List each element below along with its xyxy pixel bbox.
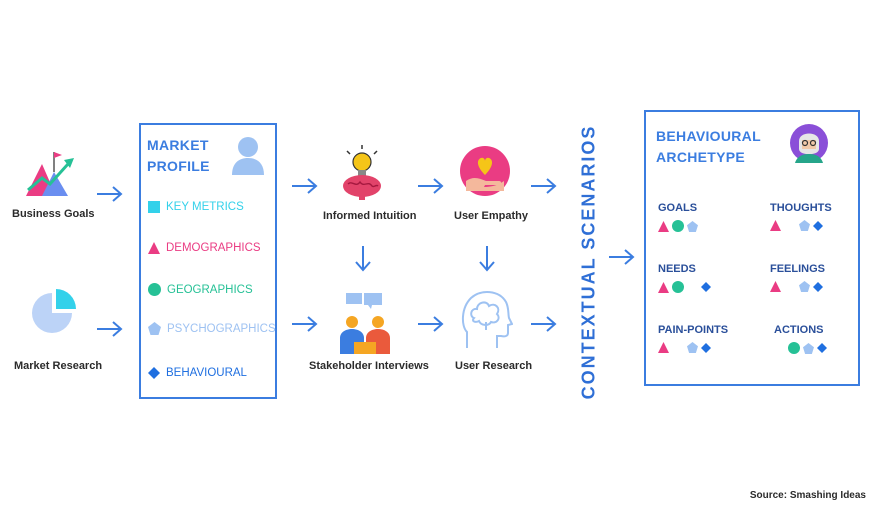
archetype-needs-label: NEEDS — [658, 263, 696, 275]
pentagon-icon — [799, 281, 810, 292]
arrow-empathy-to-scenarios — [531, 178, 557, 194]
user-empathy-label: User Empathy — [454, 210, 528, 222]
pentagon-icon — [148, 322, 161, 335]
circle-icon — [788, 342, 800, 354]
diamond-icon — [701, 282, 711, 292]
triangle-icon — [658, 342, 669, 353]
market-profile-item-key-metrics: KEY METRICS — [148, 201, 244, 213]
arrow-scenarios-to-archetype — [609, 249, 635, 265]
behavioural-archetype-box: BEHAVIOURAL ARCHETYPE GOALS THOUGHTS NEE… — [644, 110, 860, 386]
pain-points-symbols — [658, 342, 711, 353]
circle-icon — [148, 283, 161, 296]
archetype-goals-label: GOALS — [658, 202, 698, 214]
market-profile-item-behavioural: BEHAVIOURAL — [148, 367, 247, 379]
item-label: BEHAVIOURAL — [166, 367, 247, 379]
market-profile-item-geographics: GEOGRAPHICS — [148, 283, 253, 296]
goals-symbols — [658, 220, 698, 232]
item-label: PSYCHOGRAPHICS — [167, 322, 276, 335]
arrow-interviews-to-research — [418, 316, 444, 332]
archetype-feelings-label: FEELINGS — [770, 263, 826, 275]
thoughts-symbols — [770, 220, 823, 231]
arrow-profile-to-intuition — [292, 178, 318, 194]
market-research-icon — [30, 287, 78, 340]
market-profile-title-line1: MARKET — [147, 137, 209, 153]
circle-icon — [672, 281, 684, 293]
head-brain-icon — [459, 288, 514, 355]
stakeholders-icon — [338, 292, 392, 359]
pentagon-icon — [687, 220, 698, 232]
archetype-title: BEHAVIOURAL ARCHETYPE — [656, 126, 761, 168]
archetype-title-line1: BEHAVIOURAL — [656, 128, 761, 144]
heart-hand-icon — [459, 145, 511, 202]
arrow-empathy-to-research — [479, 246, 495, 272]
persona-avatar-icon — [789, 123, 829, 168]
source-credit: Source: Smashing Ideas — [749, 490, 866, 501]
square-icon — [148, 201, 160, 213]
business-goals-label: Business Goals — [12, 208, 95, 220]
item-label: GEOGRAPHICS — [167, 283, 253, 296]
arrow-research-to-scenarios — [531, 316, 557, 332]
user-profile-icon — [231, 135, 265, 180]
circle-icon — [672, 220, 684, 232]
market-profile-title: MARKET PROFILE — [147, 135, 210, 177]
diamond-icon — [148, 367, 160, 379]
brain-lightbulb-icon — [338, 144, 386, 205]
actions-symbols — [788, 342, 827, 354]
business-goals-icon — [24, 150, 78, 205]
pentagon-icon — [687, 342, 698, 353]
pentagon-icon — [803, 342, 814, 354]
feelings-symbols — [770, 281, 823, 292]
triangle-icon — [658, 220, 669, 232]
arrow-intuition-to-empathy — [418, 178, 444, 194]
arrow-intuition-to-interviews — [355, 246, 371, 272]
diamond-icon — [813, 281, 823, 292]
diamond-icon — [813, 220, 823, 231]
item-label: KEY METRICS — [166, 201, 244, 213]
arrow-business-to-profile — [97, 186, 123, 202]
informed-intuition-label: Informed Intuition — [323, 210, 417, 222]
triangle-icon — [770, 281, 781, 292]
stakeholder-interviews-label: Stakeholder Interviews — [309, 360, 429, 372]
item-label: DEMOGRAPHICS — [166, 242, 261, 254]
triangle-icon — [658, 281, 669, 293]
user-research-label: User Research — [455, 360, 533, 372]
diamond-icon — [817, 343, 827, 353]
contextual-scenarios: CONTEXTUAL SCENARIOS — [576, 118, 602, 406]
archetype-thoughts-label: THOUGHTS — [770, 202, 832, 214]
archetype-title-line2: ARCHETYPE — [656, 149, 746, 165]
market-profile-box: MARKET PROFILE KEY METRICS DEMOGRAPHICS … — [139, 123, 277, 399]
arrow-research-to-profile — [97, 321, 123, 337]
needs-symbols — [658, 281, 711, 293]
market-research-label: Market Research — [14, 360, 103, 372]
market-profile-title-line2: PROFILE — [147, 158, 210, 174]
triangle-icon — [770, 220, 781, 231]
market-profile-item-psychographics: PSYCHOGRAPHICS — [148, 322, 276, 335]
contextual-scenarios-label: CONTEXTUAL SCENARIOS — [578, 124, 599, 400]
arrow-profile-to-interviews — [292, 316, 318, 332]
archetype-pain-points-label: PAIN-POINTS — [658, 324, 729, 336]
pentagon-icon — [799, 220, 810, 231]
archetype-actions-label: ACTIONS — [774, 324, 824, 336]
market-profile-item-demographics: DEMOGRAPHICS — [148, 242, 261, 254]
diamond-icon — [701, 342, 711, 353]
triangle-icon — [148, 242, 160, 254]
